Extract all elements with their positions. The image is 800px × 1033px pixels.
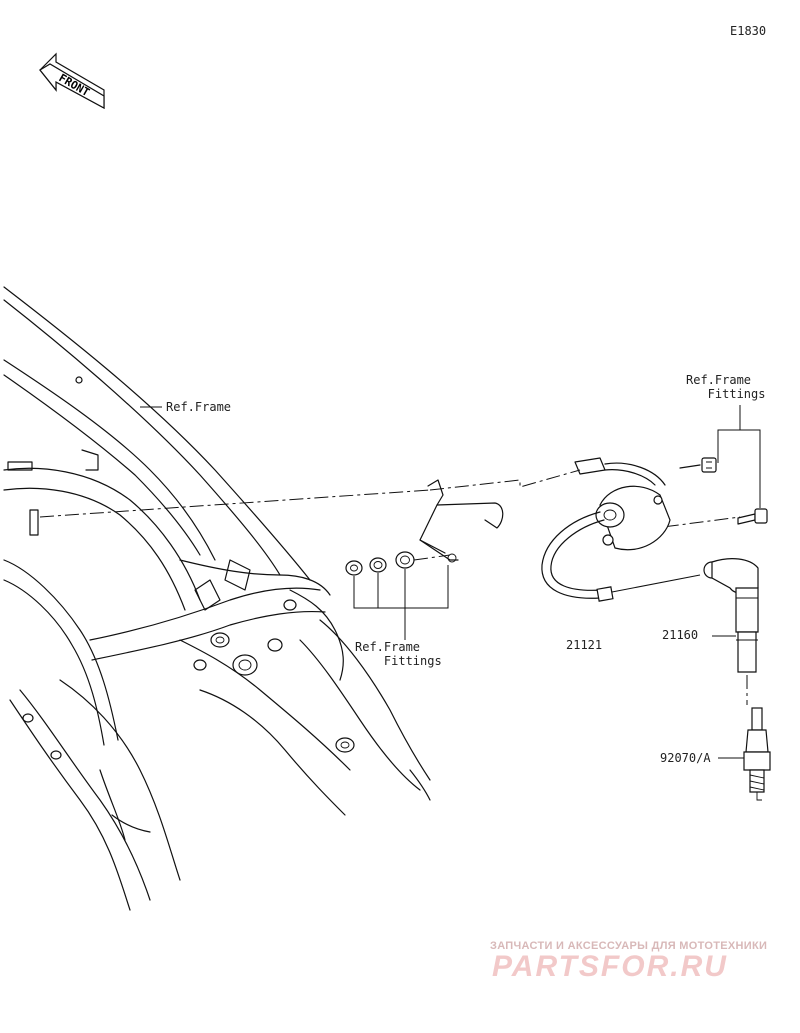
coil-bolt-reference-dashline bbox=[639, 516, 741, 531]
ref-frame-fittings-center-label: Ref.Frame Fittings bbox=[355, 640, 442, 668]
part-number-21160: 21160 bbox=[662, 628, 699, 642]
spark-plug-drawing bbox=[718, 675, 771, 801]
frame-drawing bbox=[3, 286, 431, 911]
center-fittings-leader bbox=[353, 565, 449, 640]
frame-reference-dashline bbox=[39, 469, 581, 518]
ref-frame-label: Ref.Frame bbox=[166, 400, 232, 414]
watermark-tagline: ЗАПЧАСТИ И АКСЕССУАРЫ ДЛЯ МОТОТЕХНИКИ bbox=[490, 940, 768, 952]
watermark-logo: PARTSFOR.RU bbox=[492, 950, 728, 983]
coil-bracket-drawing bbox=[419, 479, 504, 563]
fittings-nuts-drawing bbox=[345, 551, 451, 576]
front-direction-arrow-icon: FRONT bbox=[39, 52, 105, 110]
ref-frame-fittings-right-label: Ref.Frame Fittings bbox=[686, 373, 766, 401]
right-fittings-leader bbox=[717, 405, 761, 508]
diagram-code: E1830 bbox=[730, 24, 767, 38]
fittings-bolt-upper-drawing bbox=[679, 457, 717, 473]
part-number-21121: 21121 bbox=[566, 638, 603, 652]
plug-cap-drawing bbox=[703, 558, 759, 673]
part-number-92070: 92070/A bbox=[660, 751, 711, 765]
ignition-coil-drawing bbox=[541, 457, 701, 602]
fittings-bolt-lower-drawing bbox=[737, 508, 768, 525]
